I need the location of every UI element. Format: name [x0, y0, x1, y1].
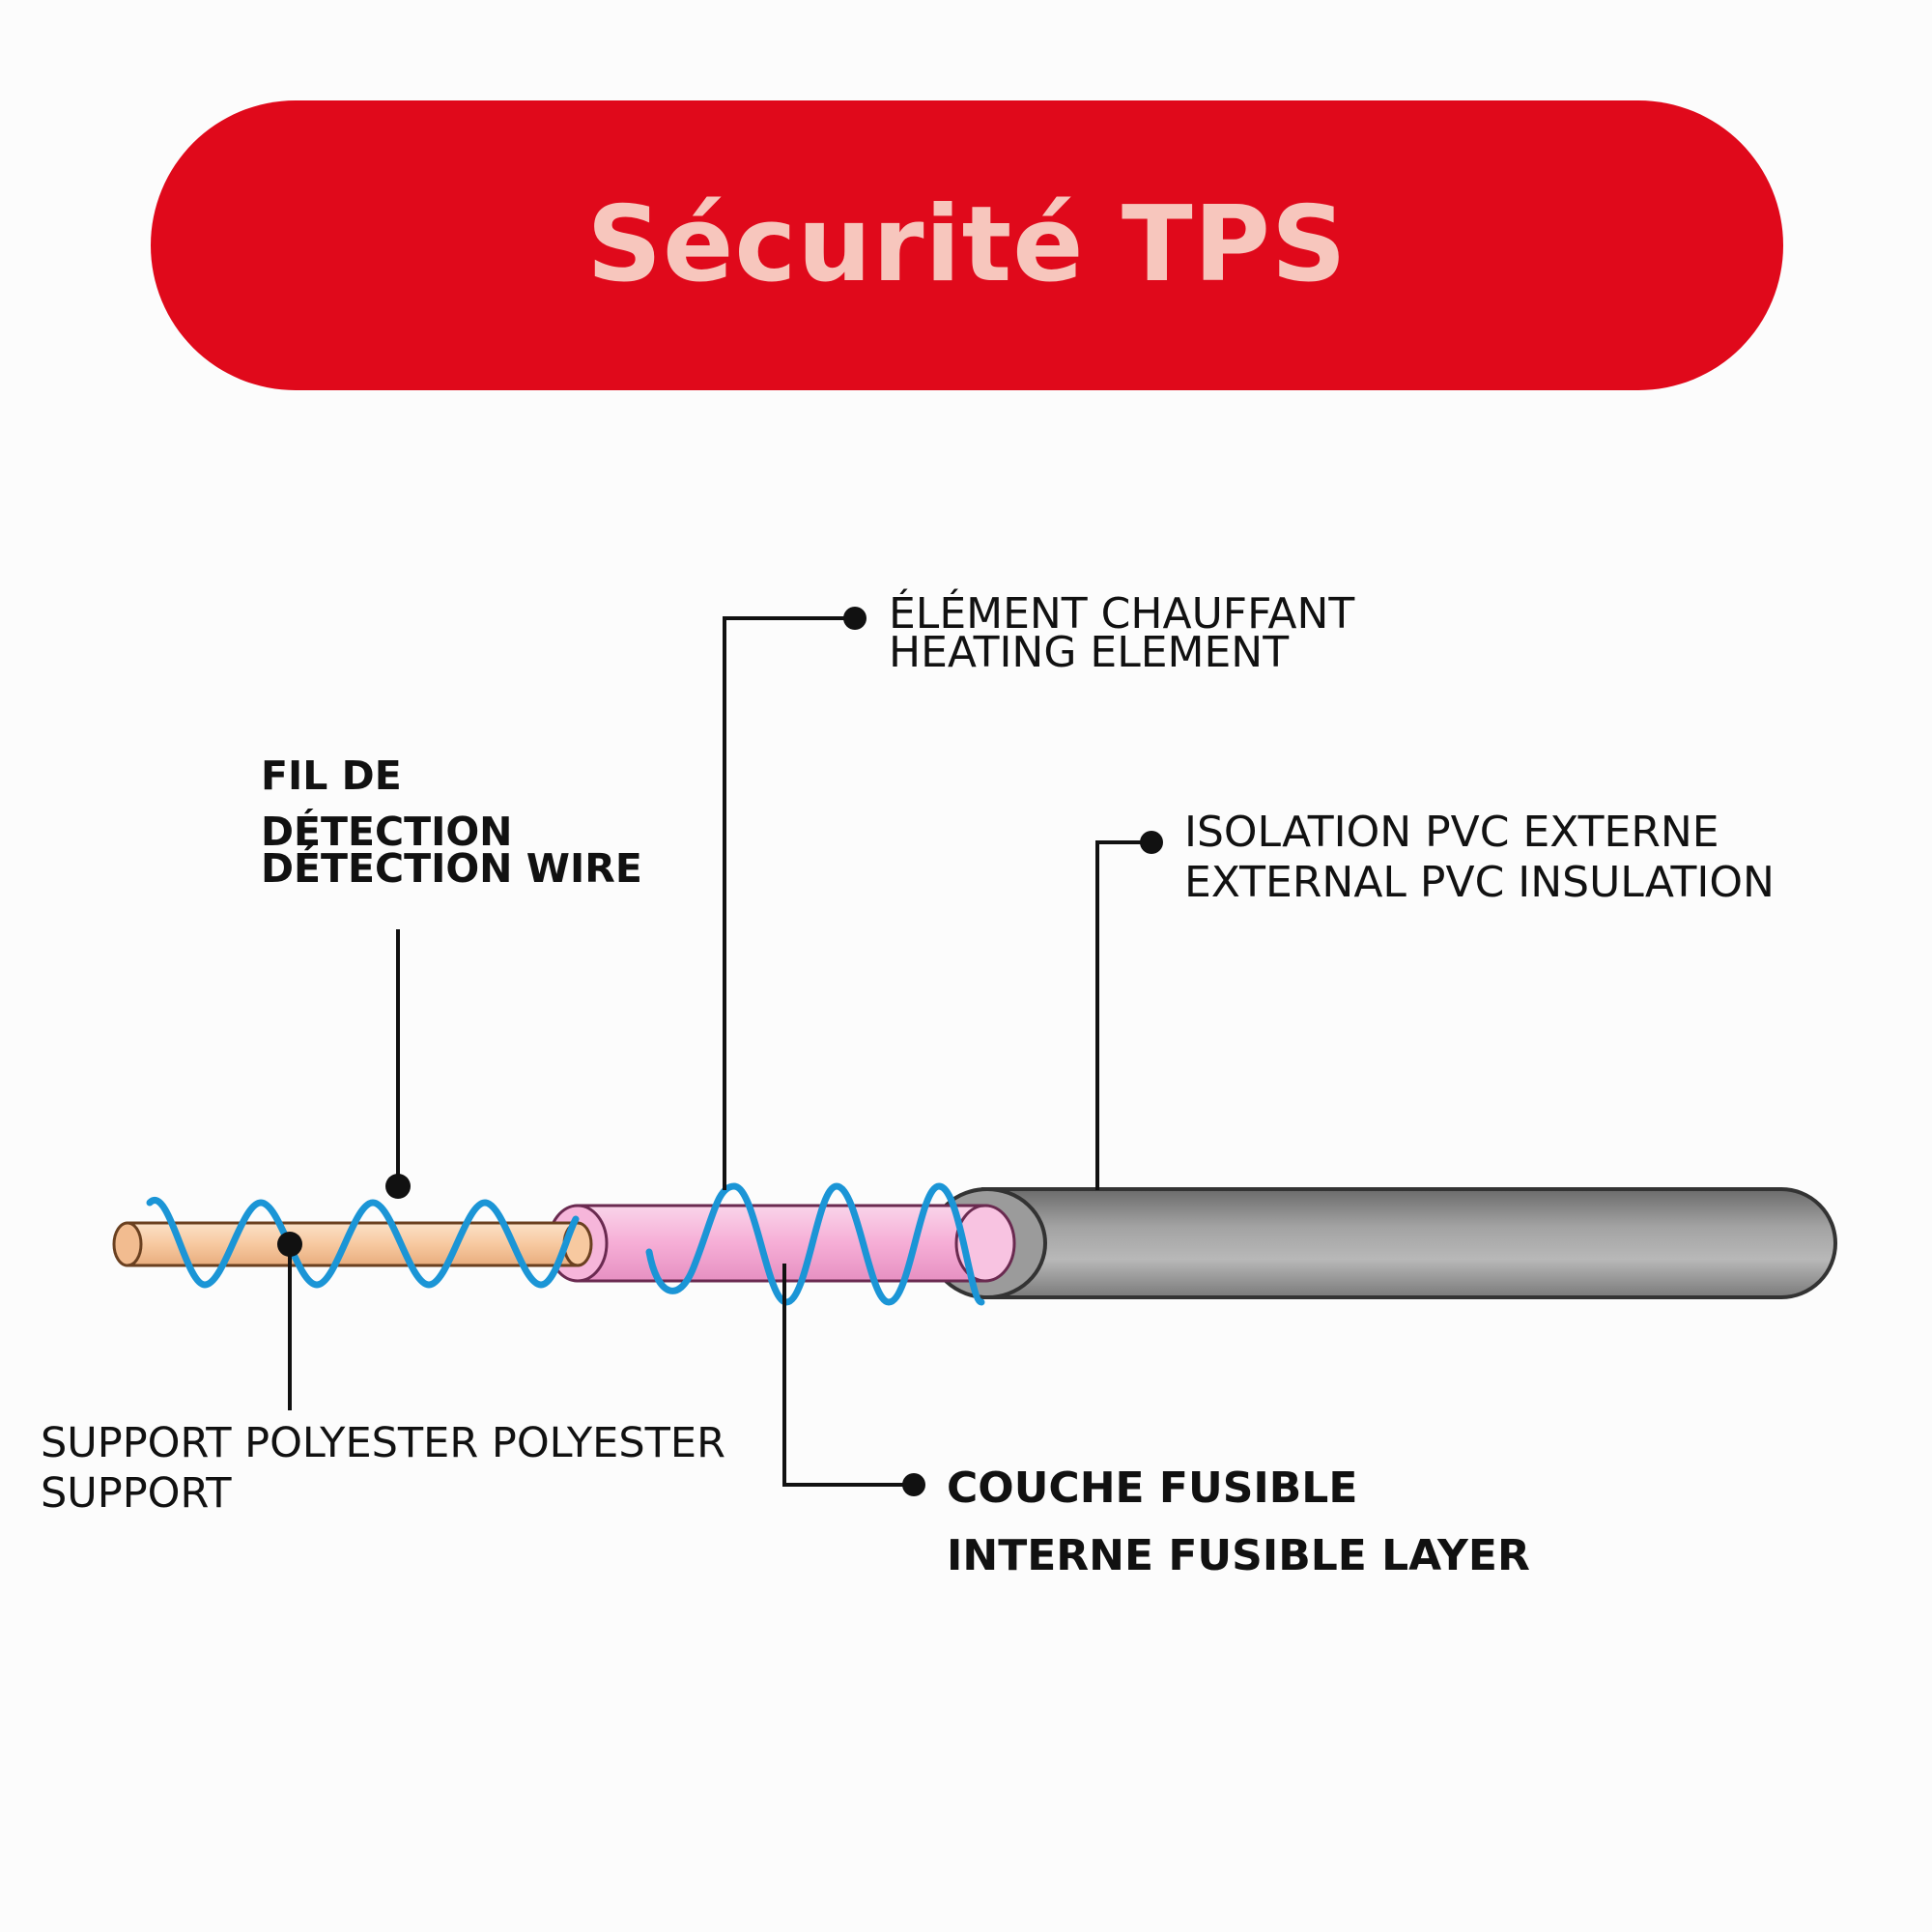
polyester-support-label-line1: SUPPORT POLYESTER POLYESTER [41, 1419, 725, 1467]
leader-polyester-support [277, 1232, 302, 1410]
fusible-layer [547, 1204, 1016, 1283]
leader-heating-element [723, 607, 867, 1190]
fusible-layer-label-line1: COUCHE FUSIBLE [947, 1463, 1358, 1513]
fusible-layer-label-line2: INTERNE FUSIBLE LAYER [947, 1531, 1530, 1580]
heating-element-spiral [645, 1182, 985, 1306]
detection-wire-spiral [146, 1196, 580, 1289]
detection-wire-label-line2: DÉTECTION [261, 809, 513, 855]
page-title: Sécurité TPS [586, 185, 1348, 305]
heating-element-label: ÉLÉMENT CHAUFFANT HEATING ELEMENT [889, 589, 1355, 677]
polyester-support-label-line2: SUPPORT [41, 1469, 232, 1518]
detection-wire-label-line1: FIL DE [261, 753, 402, 799]
heating-element-label-en: HEATING ELEMENT [889, 628, 1290, 677]
pvc-insulation-label: ISOLATION PVC EXTERNE EXTERNAL PVC INSUL… [1184, 808, 1775, 908]
pvc-insulation [927, 1187, 1837, 1299]
leader-pvc-insulation [1095, 831, 1163, 1190]
polyester-support-label: SUPPORT POLYESTER POLYESTER SUPPORT [41, 1418, 725, 1519]
pvc-insulation-label-fr: ISOLATION PVC EXTERNE [1184, 808, 1719, 857]
pvc-insulation-label-en: EXTERNAL PVC INSULATION [1184, 858, 1775, 907]
title-banner: Sécurité TPS [151, 100, 1783, 390]
leader-fusible-layer [782, 1264, 925, 1496]
fusible-layer-label: COUCHE FUSIBLE INTERNE FUSIBLE LAYER [947, 1455, 1530, 1590]
detection-wire-label-line3: DÉTECTION WIRE [261, 845, 642, 892]
leader-detection-wire [385, 929, 411, 1199]
heating-element-label-fr: ÉLÉMENT CHAUFFANT [889, 589, 1355, 639]
detection-wire-label: FIL DE DÉTECTION DÉTECTION WIRE [261, 753, 642, 892]
